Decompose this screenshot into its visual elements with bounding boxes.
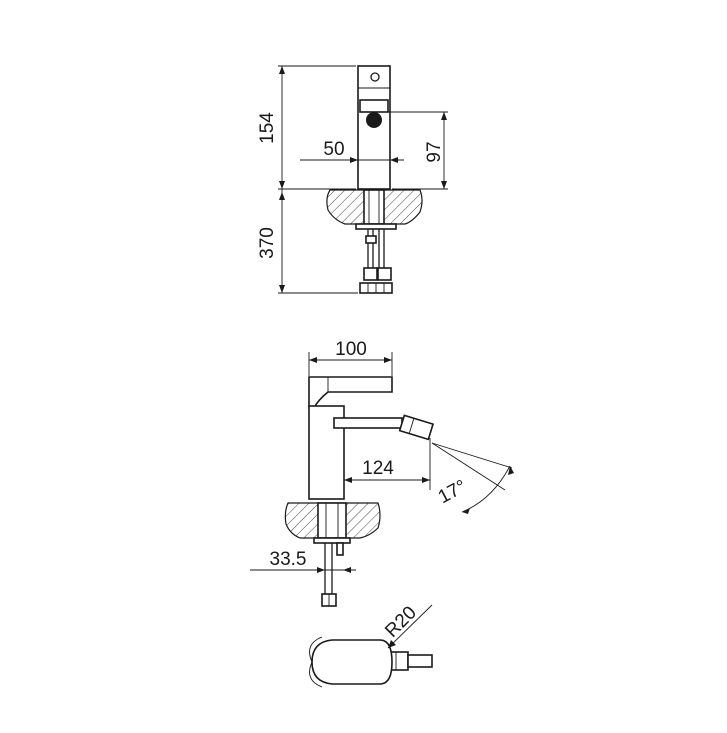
dim-50: 50 — [300, 139, 404, 163]
dim-label-97: 97 — [424, 141, 445, 162]
dim-100: 100 — [308, 339, 393, 376]
top-body — [311, 639, 393, 685]
dim-label-100: 100 — [335, 339, 367, 360]
side-nozzle — [398, 414, 435, 441]
side-view: 100 124 17° 33.5 — [250, 339, 514, 607]
dim-angle-17: 17° — [431, 442, 514, 514]
dim-124: 124 — [344, 438, 431, 490]
dim-label-124: 124 — [362, 458, 394, 479]
top-view: R20 — [309, 602, 433, 688]
dim-label-154: 154 — [257, 112, 278, 144]
dim-label-17-degrees: 17° — [435, 476, 470, 508]
front-view: 154 370 50 97 — [257, 65, 448, 294]
dim-33-5: 33.5 — [250, 549, 356, 573]
dim-label-370: 370 — [257, 227, 278, 259]
dim-label-33-5: 33.5 — [270, 549, 307, 570]
dim-r20: R20 — [381, 602, 433, 649]
side-spout — [333, 417, 403, 429]
dim-97: 97 — [384, 111, 448, 190]
dim-370: 370 — [257, 189, 358, 294]
side-lever — [308, 376, 393, 409]
dim-154: 154 — [257, 65, 356, 190]
dim-label-50: 50 — [323, 139, 344, 160]
front-cap-dot — [370, 72, 380, 82]
dim-label-r20: R20 — [381, 602, 420, 641]
front-nozzle — [366, 112, 382, 128]
